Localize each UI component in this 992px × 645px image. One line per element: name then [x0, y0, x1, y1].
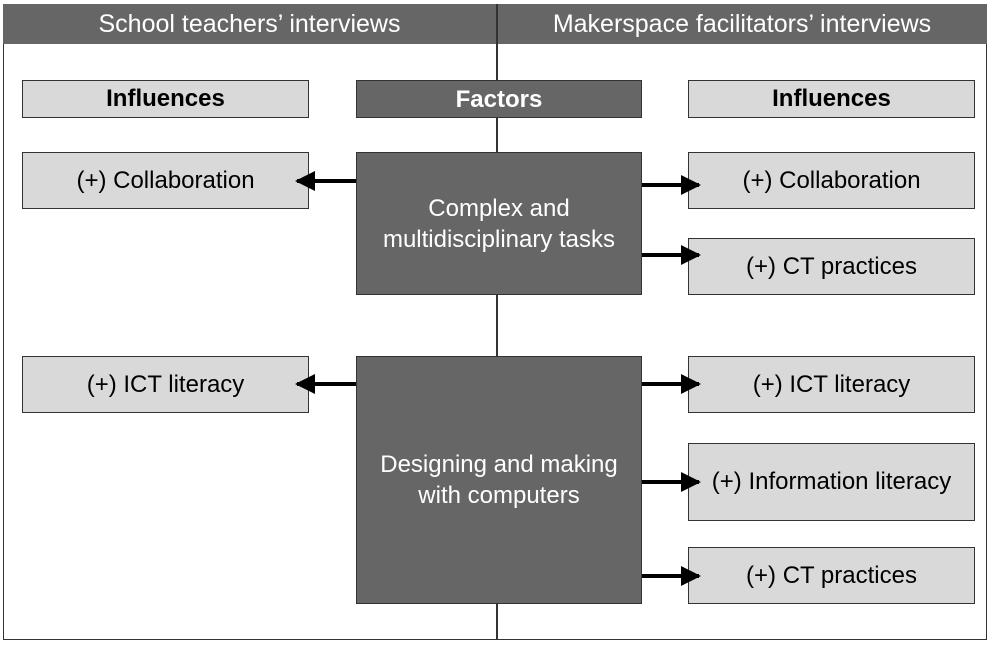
factor-designing-making-computers: Designing and making with computers — [356, 356, 642, 604]
column-divider — [496, 4, 498, 640]
facilitator-influence-collaboration: (+) Collaboration — [688, 152, 975, 209]
teacher-influence-ict-literacy: (+) ICT literacy — [22, 356, 309, 413]
facilitator-influence-ct-practices: (+) CT practices — [688, 238, 975, 295]
diagram-frame — [3, 44, 987, 640]
facilitator-influence-information-literacy: (+) Information literacy — [688, 443, 975, 521]
facilitator-influences-title: Influences — [688, 80, 975, 118]
teacher-influence-collaboration: (+) Collaboration — [22, 152, 309, 209]
makerspace-facilitators-header: Makerspace facilitators’ interviews — [497, 4, 987, 44]
school-teachers-header: School teachers’ interviews — [3, 4, 496, 44]
facilitator-influence-ct-practices-2: (+) CT practices — [688, 547, 975, 604]
facilitator-influence-ict-literacy: (+) ICT literacy — [688, 356, 975, 413]
factor-complex-multidisciplinary-tasks: Complex and multidisciplinary tasks — [356, 152, 642, 295]
factors-title: Factors — [356, 80, 642, 118]
teacher-influences-title: Influences — [22, 80, 309, 118]
